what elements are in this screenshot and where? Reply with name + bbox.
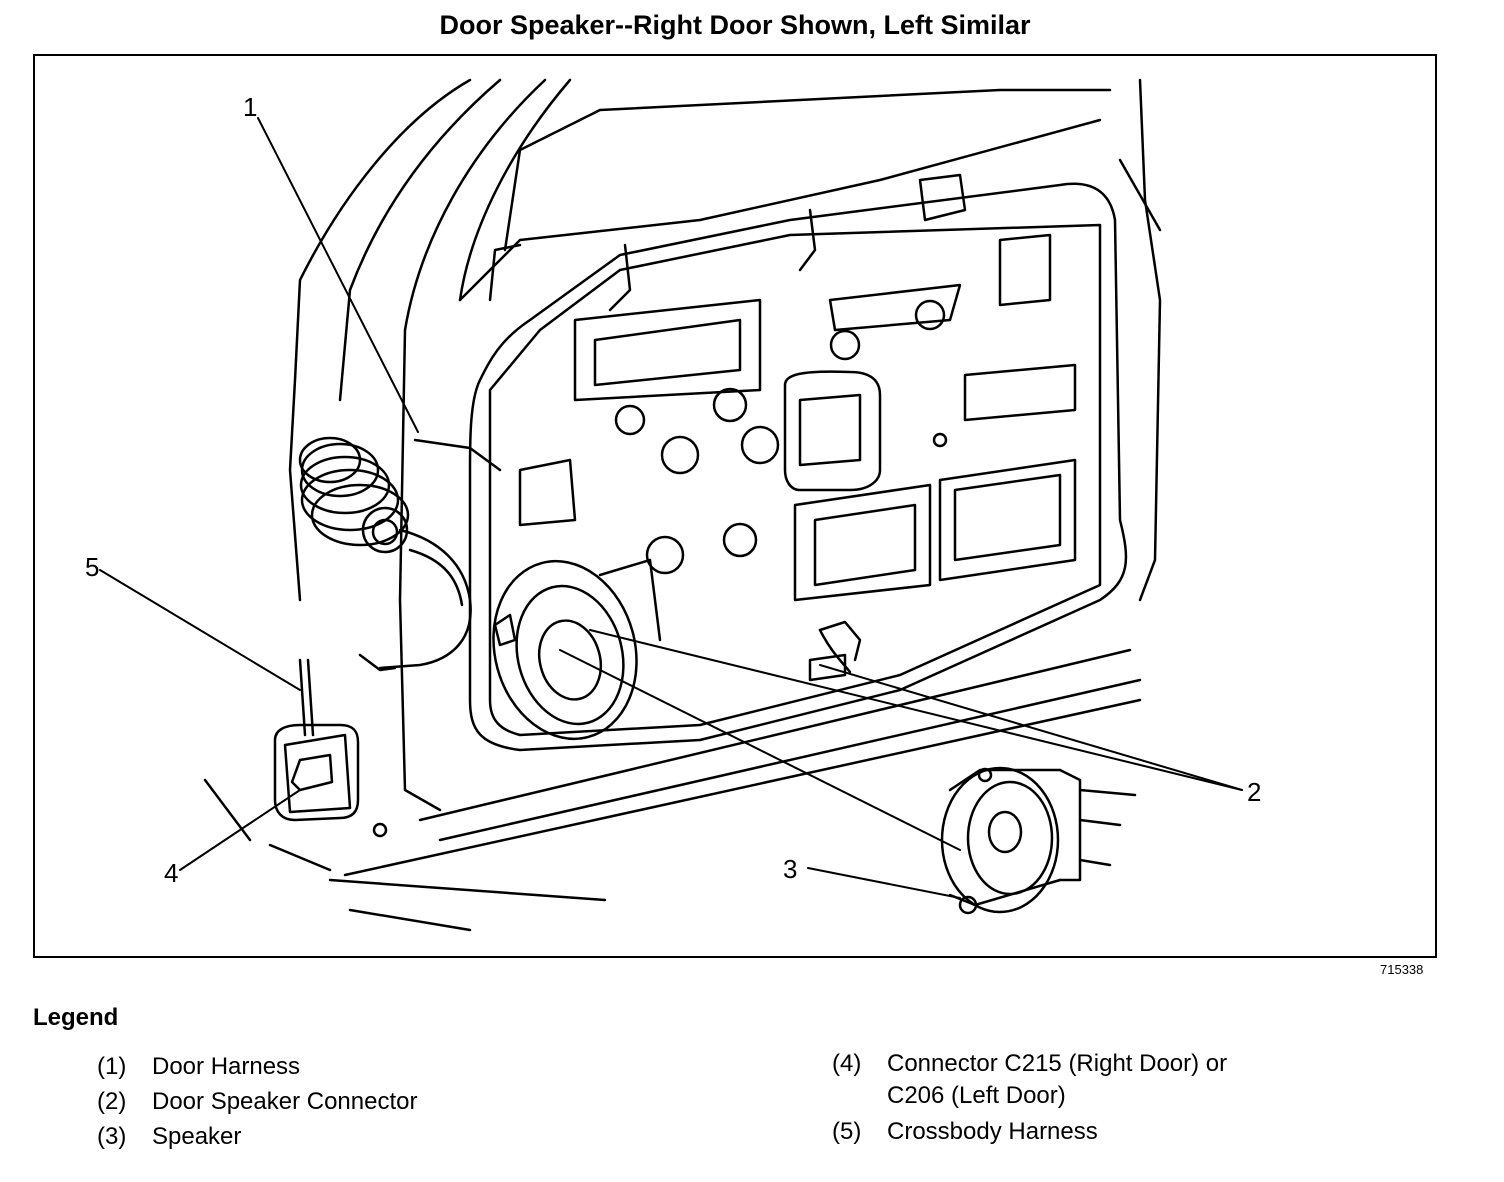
leader-line-3 [807, 867, 961, 899]
legend-item-speaker: (3) Speaker [97, 1123, 241, 1151]
crossbody-connector-assembly [273, 658, 360, 822]
legend-label: Crossbody Harness [887, 1118, 1098, 1145]
leader-line-3b [559, 649, 961, 851]
figure-id: 715338 [1380, 962, 1424, 977]
legend-item-connector: (4) Connector C215 (Right Door) or [832, 1050, 1227, 1078]
legend-item-connector-continued: C206 (Left Door) [887, 1082, 1066, 1110]
leader-line-2 [589, 629, 1243, 791]
removed-speaker [940, 766, 1137, 915]
leader-lines [99, 117, 1243, 899]
door-speaker-connector [808, 620, 862, 682]
legend-label: Speaker [152, 1123, 242, 1150]
callout-5: 5 [85, 552, 100, 582]
door-speaker-mounted [492, 558, 662, 741]
callout-3: 3 [783, 854, 798, 884]
legend-number: (3) [97, 1123, 127, 1150]
callout-2: 2 [1247, 777, 1262, 807]
diagram-title: Door Speaker--Right Door Shown, Left Sim… [439, 10, 1031, 40]
legend-label: Door Harness [152, 1053, 301, 1080]
leader-line-1 [257, 117, 419, 433]
callout-1: 1 [243, 92, 258, 122]
legend-label-continued: C206 (Left Door) [887, 1082, 1066, 1109]
legend-item-door-speaker-connector: (2) Door Speaker Connector [97, 1088, 417, 1116]
legend-number: (4) [832, 1050, 862, 1077]
legend-label: Door Speaker Connector [152, 1088, 418, 1115]
leader-line-5 [99, 569, 301, 691]
door-sill-lines [203, 648, 1142, 932]
legend-number: (5) [832, 1118, 862, 1145]
legend-label: Connector C215 (Right Door) or [887, 1050, 1228, 1077]
legend-number: (2) [97, 1088, 127, 1115]
door-frame-outline [288, 78, 1162, 812]
door-harness [298, 436, 502, 672]
legend-item-door-harness: (1) Door Harness [97, 1053, 300, 1081]
legend-item-crossbody-harness: (5) Crossbody Harness [832, 1118, 1098, 1146]
inner-door-panel [468, 173, 1128, 752]
legend-heading: Legend [33, 1004, 119, 1031]
leader-line-4 [179, 789, 301, 871]
callout-4: 4 [164, 858, 179, 888]
legend-number: (1) [97, 1053, 127, 1080]
illustration-frame [33, 54, 1437, 958]
leader-line-2b [819, 664, 1243, 791]
